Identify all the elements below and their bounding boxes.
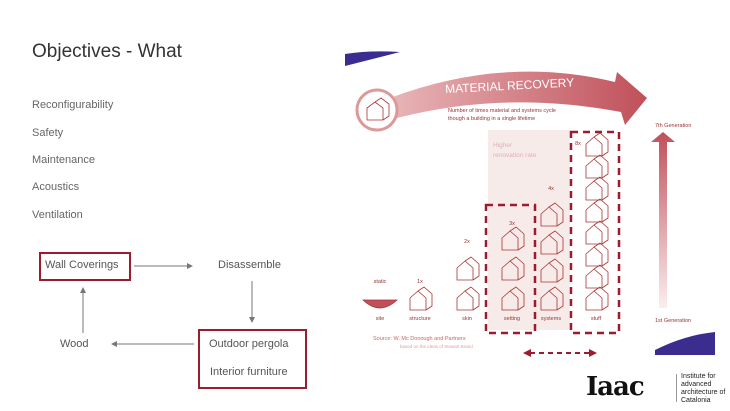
subtitle-line-1: Number of times material and systems cyc… — [448, 108, 556, 114]
logo-text: Institute for advanced architecture of C… — [681, 373, 726, 404]
purple-corner-top — [345, 51, 400, 66]
stuff-icon — [585, 264, 609, 289]
layer-label: stuff — [591, 316, 602, 322]
generation-arrow — [651, 132, 675, 308]
recovery-arrow-band — [390, 71, 647, 125]
stuff-icon — [585, 286, 609, 311]
layer-label: systems — [541, 316, 561, 322]
material-recovery-figure: MATERIAL RECOVERY Number of times materi… — [345, 51, 715, 357]
slide-title: Objectives - What — [32, 41, 182, 62]
purple-corner-bottom — [655, 332, 715, 355]
setting-icon — [501, 286, 525, 311]
stuff-icon — [585, 132, 609, 157]
stuff-dashed-box — [569, 130, 621, 335]
layer-label: structure — [409, 316, 430, 322]
iaac-logo: Iaac — [586, 372, 645, 402]
stuff-icon — [585, 154, 609, 179]
top-generation: 7th Generation — [655, 123, 691, 129]
renovation-zone — [488, 130, 570, 330]
bottom-generation: 1st Generation — [655, 318, 691, 324]
higher-text-1: Higher — [493, 142, 513, 149]
source-note: based on the ideas of Stewart Brand — [400, 344, 473, 349]
stuff-icon — [585, 220, 609, 245]
objective-item: Maintenance — [32, 154, 95, 166]
wall-coverings-label: Wall Coverings — [45, 259, 119, 271]
skin-icon — [456, 286, 480, 311]
objective-item: Acoustics — [32, 181, 80, 193]
systems-icon — [540, 258, 564, 283]
logo-divider — [676, 374, 677, 402]
outdoor-pergola-label: Outdoor pergola — [209, 338, 289, 350]
double-arrow-heads — [523, 349, 597, 357]
subtitle-line-2: though a building in a single lifetime — [448, 116, 535, 122]
wood-label: Wood — [60, 338, 89, 350]
skin-icon — [456, 256, 480, 281]
higher-text-2: renovation rate — [493, 152, 537, 159]
layer-label: setting — [504, 316, 520, 322]
layer-count: 8x — [575, 141, 581, 147]
source-text: Source: W. Mc Donough and Partners — [373, 336, 466, 342]
stuff-icon — [585, 176, 609, 201]
disassemble-label: Disassemble — [218, 259, 281, 271]
flow-arrows — [80, 263, 255, 347]
systems-icon — [540, 202, 564, 227]
banner-text: MATERIAL RECOVERY — [445, 75, 575, 96]
objective-item: Reconfigurability — [32, 99, 114, 111]
wall-coverings-box — [39, 252, 131, 281]
setting-dashed-box — [484, 203, 537, 335]
layer-count: 4x — [548, 186, 554, 192]
output-box — [198, 329, 307, 389]
house-icon — [366, 97, 390, 121]
systems-icon — [540, 230, 564, 255]
layer-count: 3x — [509, 221, 515, 227]
interior-furniture-label: Interior furniture — [210, 366, 288, 378]
layer-label: site — [376, 316, 385, 322]
house-circle-icon — [355, 88, 399, 132]
layer-count: 2x — [464, 239, 470, 245]
layer-count: 1x — [417, 279, 423, 285]
setting-icon — [501, 226, 525, 251]
stuff-icon — [585, 198, 609, 223]
structure-icon — [409, 286, 433, 311]
setting-icon — [501, 256, 525, 281]
systems-icon — [540, 286, 564, 311]
stuff-icon — [585, 242, 609, 267]
layer-icons — [361, 132, 609, 311]
objective-item: Safety — [32, 127, 64, 139]
site-icon — [361, 299, 399, 309]
layer-count: static — [374, 279, 387, 285]
layer-label: skin — [462, 316, 472, 322]
objective-item: Ventilation — [32, 209, 83, 221]
